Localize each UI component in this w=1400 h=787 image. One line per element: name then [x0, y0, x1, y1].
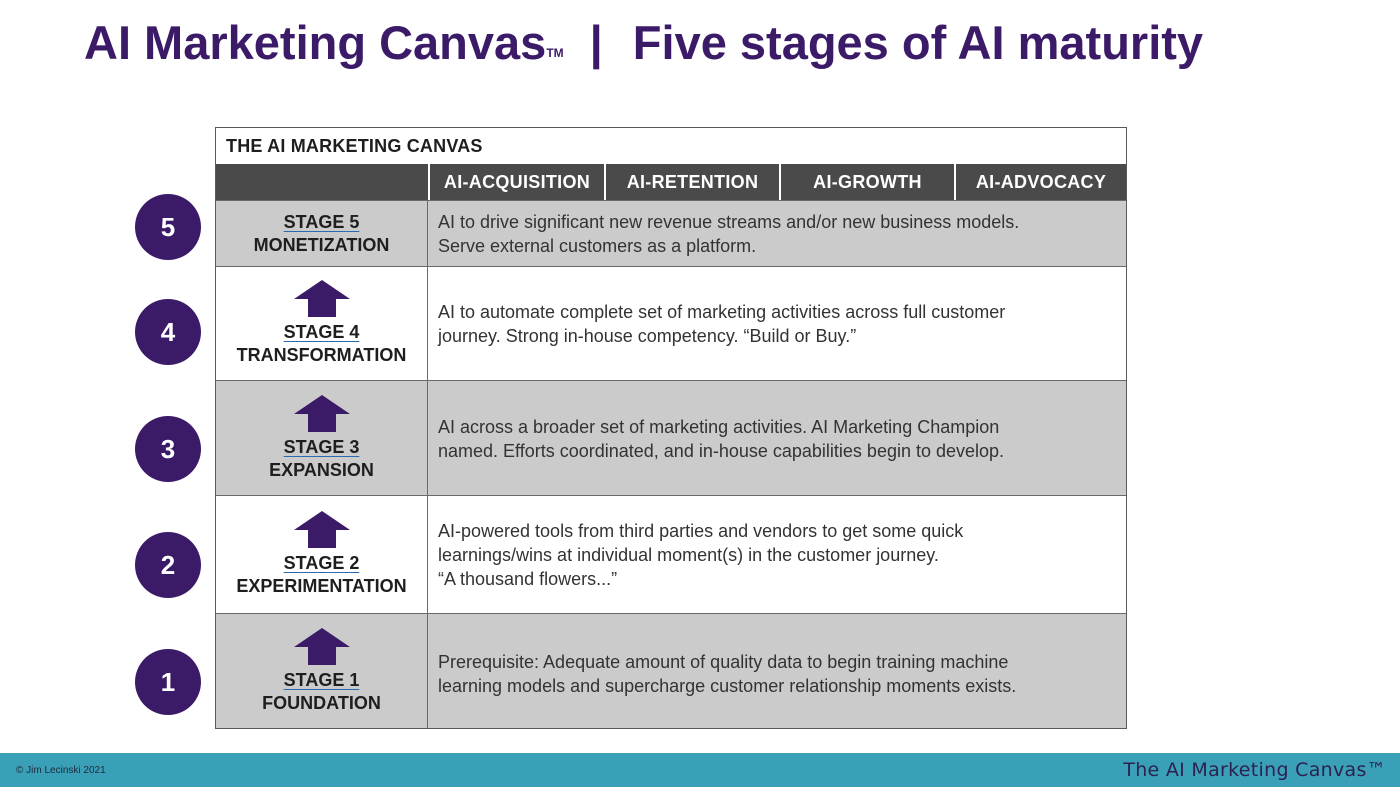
stage-name: MONETIZATION	[253, 234, 390, 255]
stage-label-cell: STAGE 2 EXPERIMENTATION	[216, 496, 428, 613]
description-line: Serve external customers as a platform.	[438, 235, 757, 256]
stage-label-cell: STAGE 4 TRANSFORMATION	[216, 267, 428, 380]
stage-description: AI across a broader set of marketing act…	[428, 381, 1126, 495]
column-header-growth: AI-GROWTH	[779, 164, 954, 200]
column-header-row: AI-ACQUISITION AI-RETENTION AI-GROWTH AI…	[216, 164, 1126, 200]
title-right: Five stages of AI maturity	[632, 16, 1204, 69]
ai-marketing-canvas-table: THE AI MARKETING CANVAS AI-ACQUISITION A…	[215, 127, 1127, 729]
title-left: AI Marketing Canvas	[84, 16, 547, 69]
column-header-retention: AI-RETENTION	[604, 164, 779, 200]
description-line: journey. Strong in-house competency. “Bu…	[438, 326, 857, 346]
up-arrow-icon	[293, 394, 350, 432]
stage-description: AI to drive significant new revenue stre…	[428, 201, 1126, 266]
description-line: AI across a broader set of marketing act…	[438, 417, 1000, 437]
description-line: learning models and supercharge customer…	[438, 676, 1017, 696]
stage-row-4: STAGE 4 TRANSFORMATION AI to automate co…	[216, 266, 1126, 380]
stage-name: EXPERIMENTATION	[236, 576, 407, 596]
description-line: named. Efforts coordinated, and in-house…	[438, 441, 1005, 461]
title-separator: |	[589, 16, 603, 69]
up-arrow-icon	[293, 627, 350, 665]
stage-number: STAGE 4	[283, 322, 360, 342]
description-line: AI to automate complete set of marketing…	[438, 302, 1006, 322]
stage-name: FOUNDATION	[262, 692, 381, 713]
copyright-text: © Jim Lecinski 2021	[16, 765, 106, 776]
column-header-blank	[216, 164, 428, 200]
stage-badge-4: 4	[135, 299, 201, 365]
stage-badge-1: 1	[135, 649, 201, 715]
description-line: AI-powered tools from third parties and …	[438, 521, 964, 541]
column-header-advocacy: AI-ADVOCACY	[954, 164, 1126, 200]
stage-badge-5: 5	[135, 194, 201, 260]
canvas-heading: THE AI MARKETING CANVAS	[226, 136, 483, 156]
stage-label-cell: STAGE 3 EXPANSION	[216, 381, 428, 495]
stage-row-3: STAGE 3 EXPANSION AI across a broader se…	[216, 380, 1126, 495]
stage-badge-2: 2	[135, 532, 201, 598]
slide-title: AI Marketing CanvasTM | Five stages of AI …	[84, 12, 1203, 86]
stage-label-cell: STAGE 1 FOUNDATION	[216, 614, 428, 728]
stage-row-2: STAGE 2 EXPERIMENTATION AI-powered tools…	[216, 495, 1126, 613]
description-line: AI to drive significant new revenue stre…	[438, 211, 1020, 232]
column-header-acquisition: AI-ACQUISITION	[428, 164, 604, 200]
stage-label-cell: STAGE 5 MONETIZATION	[216, 201, 428, 266]
stage-name: EXPANSION	[269, 459, 374, 480]
stage-description: Prerequisite: Adequate amount of quality…	[428, 614, 1126, 728]
trademark-mark: TM	[546, 46, 564, 60]
brand-logo-text: The AI Marketing Canvas™	[1123, 759, 1386, 781]
footer-bar: © Jim Lecinski 2021 The AI Marketing Can…	[0, 753, 1400, 787]
up-arrow-icon	[293, 280, 350, 317]
description-line: “A thousand flowers...”	[438, 569, 618, 589]
stage-badge-3: 3	[135, 416, 201, 482]
stage-number: STAGE 5	[283, 211, 360, 232]
up-arrow-icon	[293, 511, 350, 548]
stage-row-1: STAGE 1 FOUNDATION Prerequisite: Adequat…	[216, 613, 1126, 728]
stage-description: AI to automate complete set of marketing…	[428, 267, 1126, 380]
stage-number: STAGE 3	[283, 436, 360, 457]
stage-name: TRANSFORMATION	[236, 345, 407, 365]
description-line: learnings/wins at individual moment(s) i…	[438, 545, 939, 565]
stage-number: STAGE 1	[283, 669, 360, 690]
description-line: Prerequisite: Adequate amount of quality…	[438, 652, 1009, 672]
stage-number: STAGE 2	[283, 553, 360, 573]
stage-row-5: STAGE 5 MONETIZATION AI to drive signifi…	[216, 200, 1126, 266]
stage-description: AI-powered tools from third parties and …	[428, 496, 1126, 613]
